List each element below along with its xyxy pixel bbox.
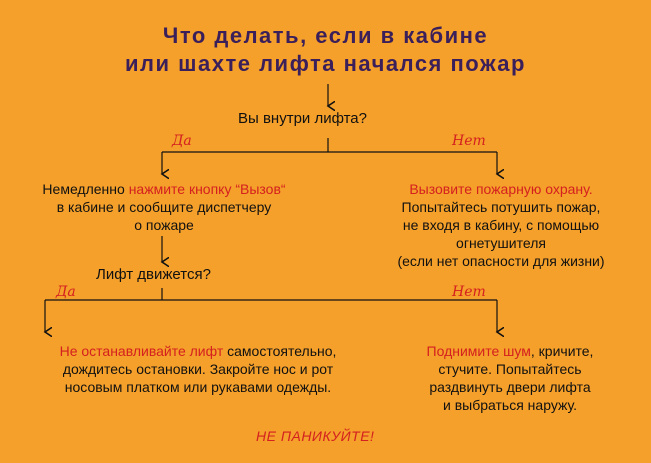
box-yes-1: Немедленно нажмите кнопку “Вызов“ в каби…	[4, 180, 324, 234]
box-yes-1-highlight: нажмите кнопку “Вызов“	[128, 181, 286, 197]
title-line-2: или шахте лифта начался пожар	[125, 51, 526, 76]
box-yes-2-line2: дождитесь остановки. Закройте нос и рот	[62, 361, 334, 377]
box-no-1-line5: (если нет опасности для жизни)	[397, 253, 605, 269]
box-no-1-line2: Попытайтесь потушить пожар,	[401, 199, 601, 215]
box-no-1-line3: не входя в кабину, с помощью	[402, 217, 600, 233]
no-label-1: Нет	[452, 133, 486, 149]
box-no-2: Поднимите шум, кричите, стучите. Попытай…	[392, 342, 628, 414]
box-yes-2-line3: носовым платком или рукавами одежды.	[64, 379, 332, 395]
yes-label-1: Да	[172, 133, 192, 149]
box-yes-2: Не останавливайте лифт самостоятельно, д…	[14, 342, 382, 396]
box-yes-1-pre: Немедленно	[42, 181, 129, 197]
box-no-2-line3: раздвинуть двери лифта	[429, 379, 591, 395]
box-yes-1-line3: о пожаре	[134, 217, 194, 233]
box-yes-1-line2: в кабине и сообщите диспетчеру	[56, 199, 272, 215]
box-yes-2-post: самостоятельно,	[223, 343, 337, 359]
box-no-2-highlight: Поднимите шум	[426, 343, 531, 359]
question-elevator-moving: Лифт движется?	[96, 266, 211, 283]
box-no-2-post: , кричите,	[530, 343, 594, 359]
box-no-1-line4: огнетушителя	[456, 235, 546, 251]
warning-dont-panic: НЕ ПАНИКУЙТЕ!	[256, 428, 375, 444]
box-no-2-line2: стучите. Попытайтесь	[438, 361, 582, 377]
title-line-1: Что делать, если в кабине	[162, 23, 489, 48]
box-no-1: Вызовите пожарную охрану. Попытайтесь по…	[356, 180, 646, 270]
no-label-2: Нет	[452, 284, 486, 300]
question-inside-elevator: Вы внутри лифта?	[238, 110, 367, 127]
yes-label-2: Да	[56, 284, 76, 300]
box-yes-2-highlight: Не останавливайте лифт	[59, 343, 224, 359]
box-no-2-line4: и выбраться наружу.	[443, 397, 577, 413]
box-no-1-highlight: Вызовите пожарную охрану.	[409, 181, 593, 197]
